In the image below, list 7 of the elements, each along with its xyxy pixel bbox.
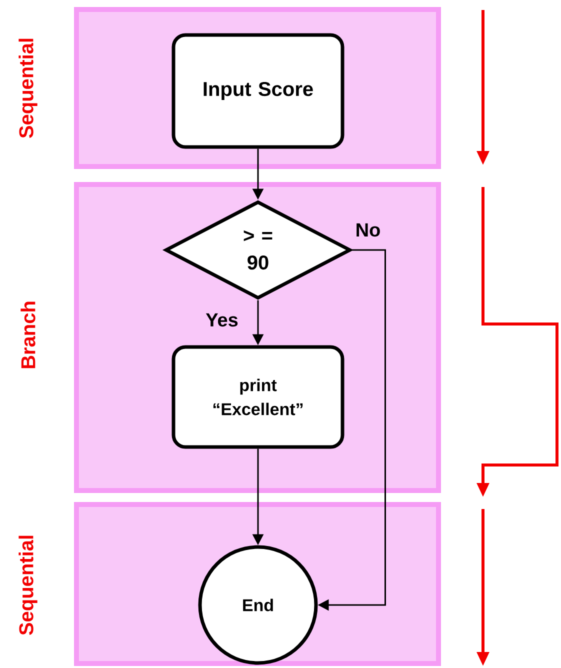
edge-label: Yes: [206, 313, 238, 327]
section-label: Branch: [20, 302, 36, 368]
section-label: Sequential: [18, 38, 38, 138]
process-box: print “Excellent”: [172, 345, 344, 449]
process-box: Input Score: [172, 33, 344, 149]
section-label: Sequential: [18, 536, 38, 635]
edge-label: No: [356, 223, 380, 237]
